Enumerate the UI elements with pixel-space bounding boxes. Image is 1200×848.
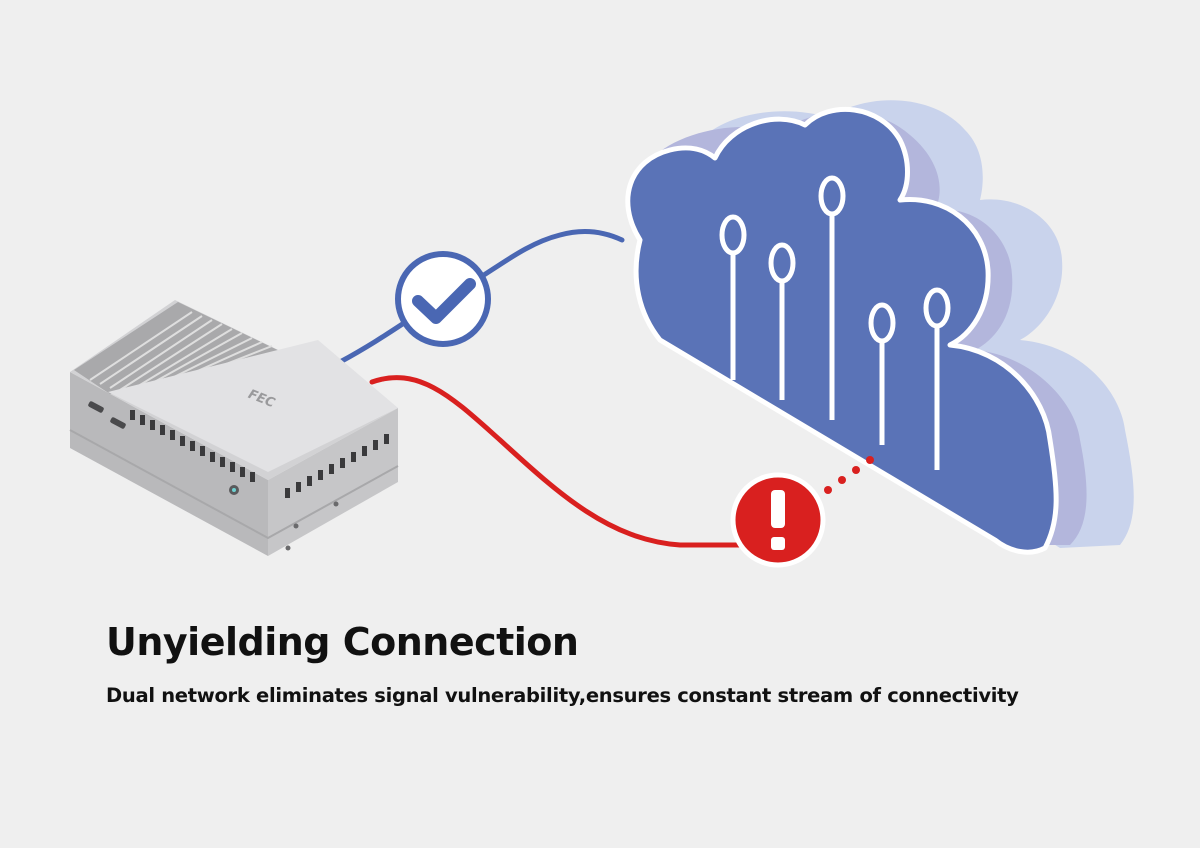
backup-connection-line [369, 375, 743, 548]
page-subtitle: Dual network eliminates signal vulnerabi… [106, 684, 1019, 707]
broken-link-dots [824, 456, 874, 494]
broken-link-dot [866, 456, 874, 464]
device-bottom-seam [69, 429, 399, 540]
usb-port [88, 401, 104, 413]
exclamation-dot [771, 537, 785, 550]
broken-link-dot [824, 486, 832, 494]
device-screw [285, 545, 291, 551]
exclamation-bar [771, 490, 785, 528]
device-front-vents [285, 434, 389, 498]
device-lid [108, 340, 398, 472]
device-screw [333, 501, 339, 507]
cloud-network-icon [625, 100, 1134, 555]
circuit-node [719, 214, 747, 256]
page-title: Unyielding Connection [106, 620, 579, 664]
circuit-node [868, 302, 896, 344]
circuit-node [818, 175, 846, 217]
circuit-node [923, 287, 951, 329]
broken-link-dot [838, 476, 846, 484]
circuit-nodes [719, 175, 951, 470]
device-side-vents [130, 410, 255, 482]
circuit-node [768, 242, 796, 284]
device-top-grille [74, 302, 290, 394]
check-mark [412, 278, 476, 324]
exclamation-icon [730, 472, 826, 568]
device-screw [293, 523, 299, 529]
checkmark-icon [395, 251, 491, 347]
power-led [232, 488, 236, 492]
usb-port [110, 417, 126, 429]
check-badge-ring [395, 251, 491, 347]
primary-connection-line [337, 228, 625, 365]
mini-pc-icon: FEC [69, 300, 399, 556]
broken-link-dot [852, 466, 860, 474]
